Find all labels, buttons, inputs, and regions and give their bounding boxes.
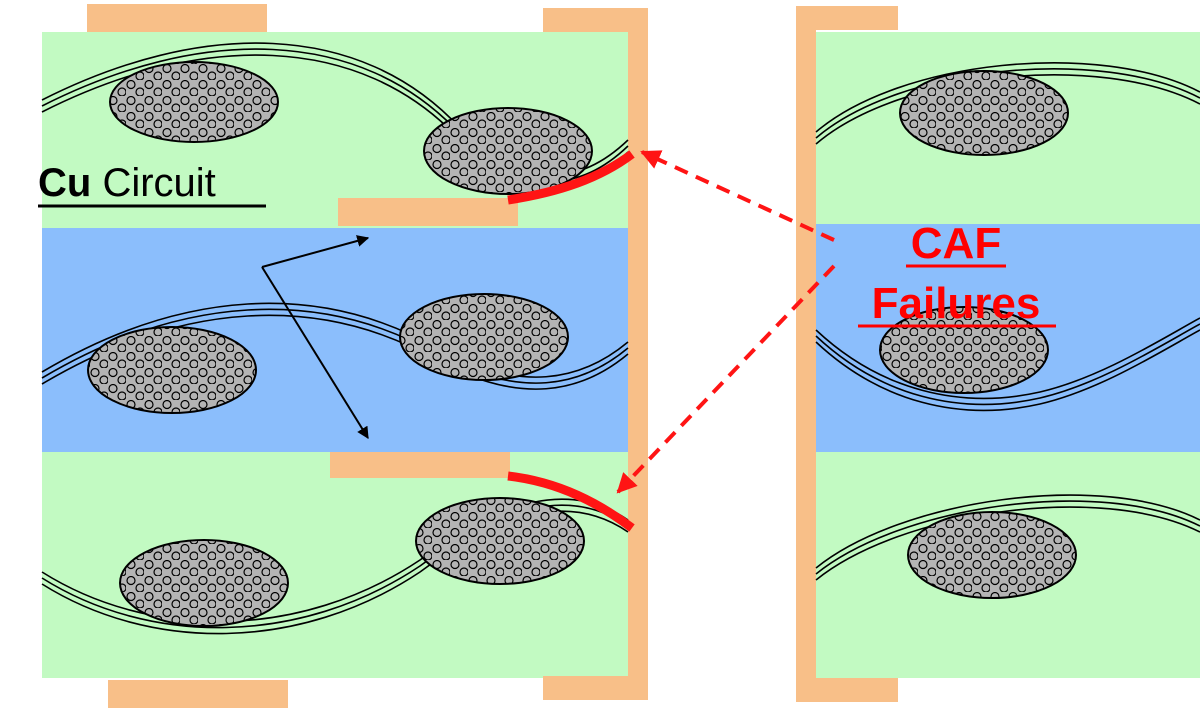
fiber-bundle (399, 293, 569, 381)
copper-pad-inner-bottom (330, 452, 510, 478)
conduction-arrows (261, 235, 370, 440)
copper-pad-inner-top (338, 198, 518, 226)
caf-arrow-lower (616, 264, 836, 494)
fiber-bundle (87, 326, 257, 414)
fiber-bundle (423, 107, 593, 195)
caf-label-line1: CAF (911, 219, 1001, 268)
copper-pad-bottom-left (108, 680, 288, 708)
fiber-bundle (907, 511, 1077, 599)
caf-path-upper (507, 150, 635, 205)
copper-pad-top-left (87, 4, 267, 32)
fiber-bundle (899, 70, 1069, 156)
caf-failures-label: CAF Failures (858, 219, 1056, 328)
caf-pointer-arrows (616, 150, 836, 494)
fiber-bundle (879, 306, 1049, 394)
copper-barrel-left (543, 8, 648, 700)
cu-label-rest: Circuit (91, 161, 215, 205)
cu-circuit-label: Cu Circuit (38, 161, 266, 208)
caf-path-lower (507, 471, 635, 532)
fiber-bundle (415, 497, 585, 585)
svg-text:Cu Circuit: Cu Circuit (38, 161, 216, 205)
fiber-bundle (119, 539, 289, 627)
cu-label-bold: Cu (38, 161, 91, 205)
fiber-bundle (109, 61, 279, 143)
left-panel: Cu Circuit (38, 4, 648, 708)
caf-arrow-upper (640, 150, 835, 242)
weave-strand-right-middle (815, 317, 1200, 412)
copper-barrel-right (796, 6, 898, 702)
right-panel: CAF Failures (796, 6, 1200, 702)
caf-label-line2: Failures (872, 279, 1041, 328)
